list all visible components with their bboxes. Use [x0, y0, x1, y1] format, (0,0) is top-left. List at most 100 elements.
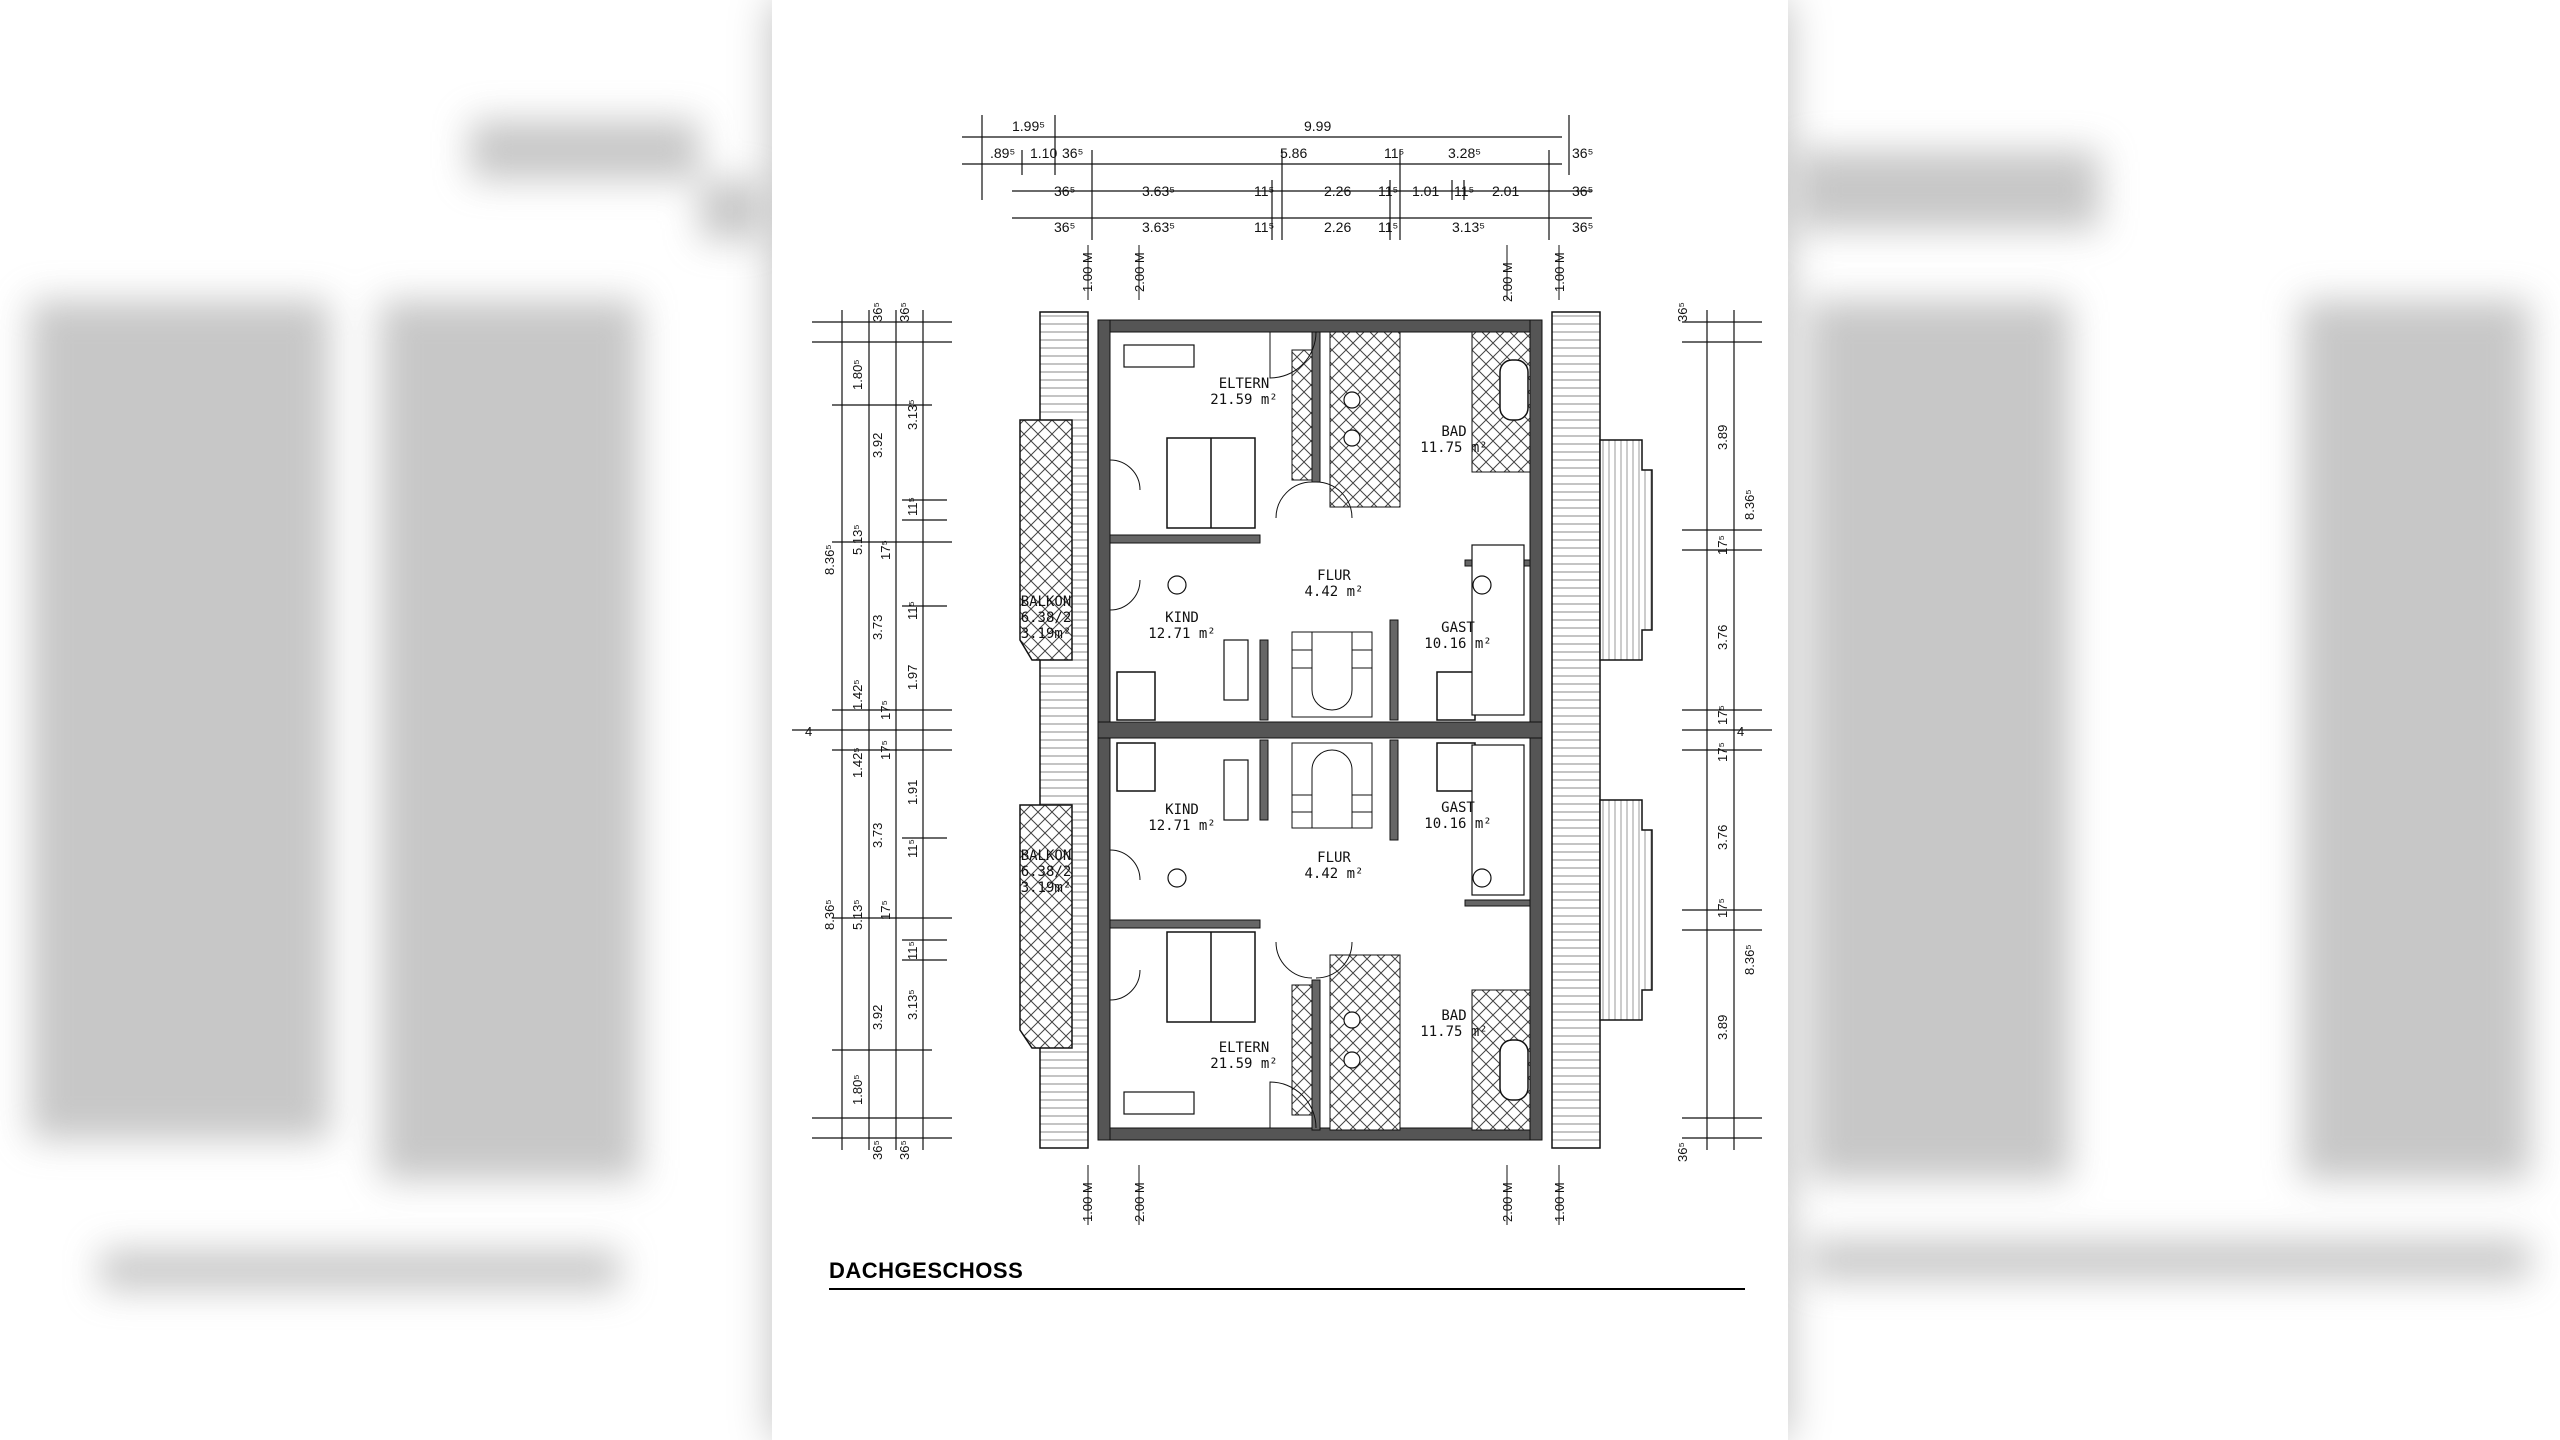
- dim-label: 36⁵: [1675, 1142, 1690, 1162]
- dim-label: 8.36⁵: [822, 899, 837, 930]
- dim-label: 2.26: [1324, 219, 1351, 235]
- floor-plan-drawing: 1.99⁵ 9.99 .89⁵ 1.10 36⁵ 5.86 11⁵ 3.28⁵ …: [792, 115, 1772, 1225]
- room-area-balkon: 6.38/2: [1021, 864, 1072, 880]
- room-labels-top: ELTERN 21.59 m² BAD 11.75 m² FLUR 4.42 m…: [1021, 376, 1492, 652]
- room-area-balkon-2: 3.19m²: [1021, 880, 1072, 896]
- dim-label: 3.73: [870, 615, 885, 640]
- title-underline: [829, 1288, 1745, 1290]
- dim-label: 8.36⁵: [1742, 489, 1757, 520]
- dim-label: 1.01: [1412, 183, 1439, 199]
- floor-plan-sheet: 1.99⁵ 9.99 .89⁵ 1.10 36⁵ 5.86 11⁵ 3.28⁵ …: [772, 0, 1788, 1440]
- dim-label: 17⁵: [1715, 742, 1730, 762]
- dim-label: 3.92: [870, 433, 885, 458]
- roof-overhang-right: [1551, 311, 1601, 1149]
- dim-label: 11⁵: [1254, 183, 1274, 199]
- dim-label: 11⁵: [905, 497, 920, 516]
- dim-label: 5.13⁵: [850, 524, 865, 555]
- dim-label: 36⁵: [1062, 145, 1083, 161]
- room-area-gast: 10.16 m²: [1424, 816, 1491, 832]
- dim-label: 3.76: [1715, 625, 1730, 650]
- dim-label: 4: [1737, 724, 1744, 739]
- dim-label: 17⁵: [1715, 898, 1730, 918]
- room-name-eltern: ELTERN: [1219, 376, 1270, 392]
- dim-label: 1.91: [905, 780, 920, 805]
- dim-label: 36⁵: [1054, 183, 1075, 199]
- dim-label: 11⁵: [1378, 219, 1398, 235]
- shaft-top: [1291, 349, 1313, 481]
- dim-label: 5.86: [1280, 145, 1307, 161]
- dim-label: 11⁵: [1254, 219, 1274, 235]
- dim-label: 11⁵: [905, 839, 920, 858]
- room-name-gast: GAST: [1441, 620, 1475, 636]
- bathtub-bottom: [1499, 1039, 1529, 1101]
- dim-label: 36⁵: [1675, 302, 1690, 322]
- dim-label: 1.99⁵: [1012, 118, 1045, 134]
- bath-floor-top: [1329, 331, 1401, 508]
- dim-label: 3.89: [1715, 425, 1730, 450]
- dim-label: 3.28⁵: [1448, 145, 1481, 161]
- room-area-gast: 10.16 m²: [1424, 636, 1491, 652]
- beds: [1116, 437, 1476, 1023]
- door-swings: [1109, 331, 1353, 1129]
- room-name-balkon: BALKON: [1021, 594, 1072, 610]
- room-name-eltern: ELTERN: [1219, 1040, 1270, 1056]
- overhang-ticks: [1087, 245, 1560, 1225]
- room-name-bad: BAD: [1441, 424, 1466, 440]
- dim-label: 36⁵: [1054, 219, 1075, 235]
- dim-label: 1.80⁵: [850, 1074, 865, 1105]
- dim-label: 4: [805, 724, 812, 739]
- dim-label: 17⁵: [878, 740, 893, 760]
- room-name-balkon: BALKON: [1021, 848, 1072, 864]
- room-name-kind: KIND: [1165, 802, 1199, 818]
- dim-label: 3.73: [870, 823, 885, 848]
- dim-label: 11⁵: [1384, 145, 1404, 161]
- dim-label: 36⁵: [897, 1140, 912, 1160]
- room-name-kind: KIND: [1165, 610, 1199, 626]
- wardrobes: [1123, 344, 1525, 1115]
- staircase: [1291, 631, 1373, 829]
- dim-label: 3.63⁵: [1142, 219, 1175, 235]
- room-name-bad: BAD: [1441, 1008, 1466, 1024]
- dim-label: 9.99: [1304, 118, 1331, 134]
- dim-label: 3.89: [1715, 1015, 1730, 1040]
- dim-label: 2.01: [1492, 183, 1519, 199]
- dim-label: 36⁵: [1572, 145, 1593, 161]
- room-area-eltern: 21.59 m²: [1210, 1056, 1277, 1072]
- room-area-balkon: 6.38/2: [1021, 610, 1072, 626]
- dim-label: 11⁵: [1378, 183, 1398, 199]
- shaft-bottom: [1291, 984, 1313, 1116]
- dim-label: 1.97: [905, 665, 920, 690]
- room-name-flur: FLUR: [1317, 568, 1351, 584]
- room-area-flur: 4.42 m²: [1304, 584, 1363, 600]
- room-area-kind: 12.71 m²: [1148, 626, 1215, 642]
- dim-label: 17⁵: [1715, 535, 1730, 555]
- dim-label: 36⁵: [1572, 219, 1593, 235]
- room-area-kind: 12.71 m²: [1148, 818, 1215, 834]
- balcony-bottom: [1019, 804, 1073, 1049]
- left-dimension-labels: 36⁵ 36⁵ 1.80⁵ 3.92 3.13⁵ 5.13⁵ 8.36⁵ 11⁵…: [805, 302, 920, 1160]
- dim-label: 3.13⁵: [905, 399, 920, 430]
- dim-label: 17⁵: [878, 540, 893, 560]
- bathtub-top: [1499, 359, 1529, 421]
- dim-label: 17⁵: [1715, 705, 1730, 725]
- dim-label: 11⁵: [905, 601, 920, 620]
- dim-label: 1.42⁵: [850, 679, 865, 710]
- dim-label: 3.63⁵: [1142, 183, 1175, 199]
- fixtures: [1167, 391, 1492, 1069]
- sheet-title: DACHGESCHOSS: [829, 1258, 1024, 1283]
- room-area-bad: 11.75 m²: [1420, 1024, 1487, 1040]
- room-area-flur: 4.42 m²: [1304, 866, 1363, 882]
- dim-label: .89⁵: [990, 145, 1015, 161]
- dim-label: 8.36⁵: [822, 544, 837, 575]
- dormer-bottom: [1599, 799, 1653, 1021]
- dim-label: 17⁵: [878, 700, 893, 720]
- dim-label: 3.13⁵: [1452, 219, 1485, 235]
- dim-label: 3.13⁵: [905, 989, 920, 1020]
- dim-label: 3.92: [870, 1005, 885, 1030]
- room-labels-bottom: KIND 12.71 m² GAST 10.16 m² FLUR 4.42 m²…: [1021, 800, 1492, 1072]
- dim-label: 36⁵: [897, 302, 912, 322]
- dim-label: 1.42⁵: [850, 747, 865, 778]
- room-area-balkon-2: 3.19m²: [1021, 626, 1072, 642]
- right-dimension-labels: 36⁵ 3.89 8.36⁵ 17⁵ 3.76 17⁵ 4 17⁵ 3.76 1…: [1675, 302, 1757, 1162]
